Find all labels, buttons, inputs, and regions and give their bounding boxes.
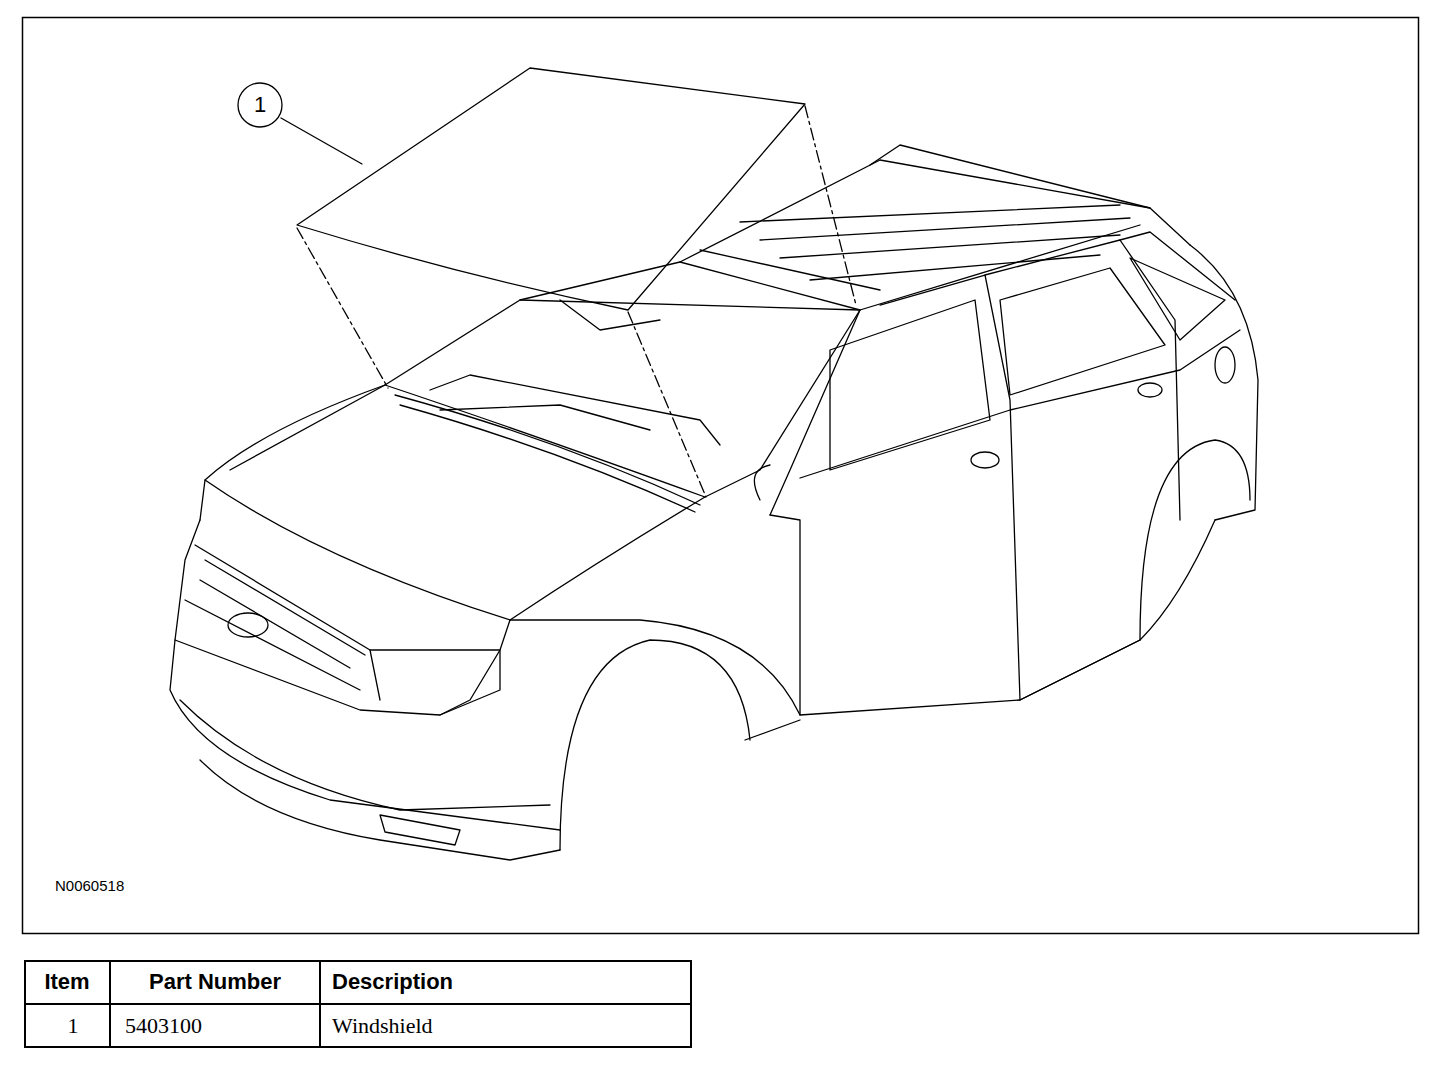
table-cell: 1 [68, 1013, 79, 1039]
leader-line [281, 118, 362, 164]
figure-code: N0060518 [55, 877, 124, 894]
table-header: Item [44, 969, 89, 995]
vehicle-body [170, 145, 1258, 860]
callout-circle: 1 [237, 82, 283, 128]
parts-table-grid [25, 961, 691, 1047]
table-cell: Windshield [332, 1013, 433, 1039]
table-header: Description [332, 969, 453, 995]
callout-number: 1 [254, 92, 266, 118]
table-cell: 5403100 [125, 1013, 202, 1039]
figure-frame [23, 18, 1419, 934]
windshield-part [297, 68, 805, 310]
table-header: Part Number [149, 969, 281, 995]
